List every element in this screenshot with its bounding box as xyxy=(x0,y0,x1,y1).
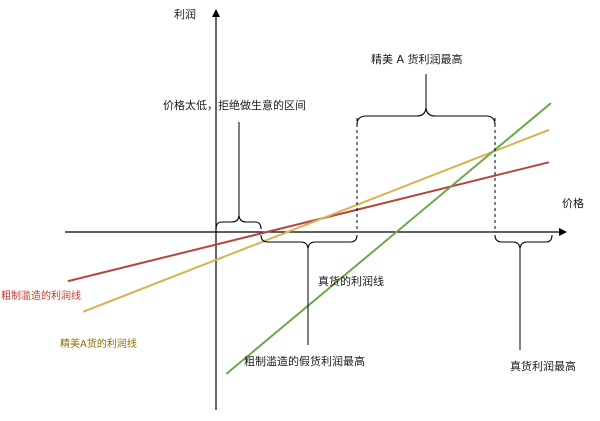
brace-too-low xyxy=(215,215,262,230)
annotation-real-max: 真货利润最高 xyxy=(510,359,576,373)
series-lines xyxy=(67,102,552,375)
annotation-a-max: 精美 A 货利润最高 xyxy=(371,52,463,66)
x-axis-label: 价格 xyxy=(562,196,584,210)
y-axis-label: 利润 xyxy=(174,7,196,21)
series-label-a-goods: 精美A货的利润线 xyxy=(60,337,137,350)
annotation-too-low: 价格太低，拒绝做生意的区间 xyxy=(163,98,306,112)
series-line-real xyxy=(226,102,552,375)
brace-real-max xyxy=(494,234,553,249)
series-label-real: 真货的利润线 xyxy=(318,274,384,288)
series-line-a-goods xyxy=(83,129,550,313)
annotation-fake-max: 粗制滥造的假货利润最高 xyxy=(244,354,365,368)
brace-a-max xyxy=(356,107,496,126)
series-line-crude xyxy=(67,161,550,283)
series-label-crude: 粗制滥造的利润线 xyxy=(1,289,81,302)
